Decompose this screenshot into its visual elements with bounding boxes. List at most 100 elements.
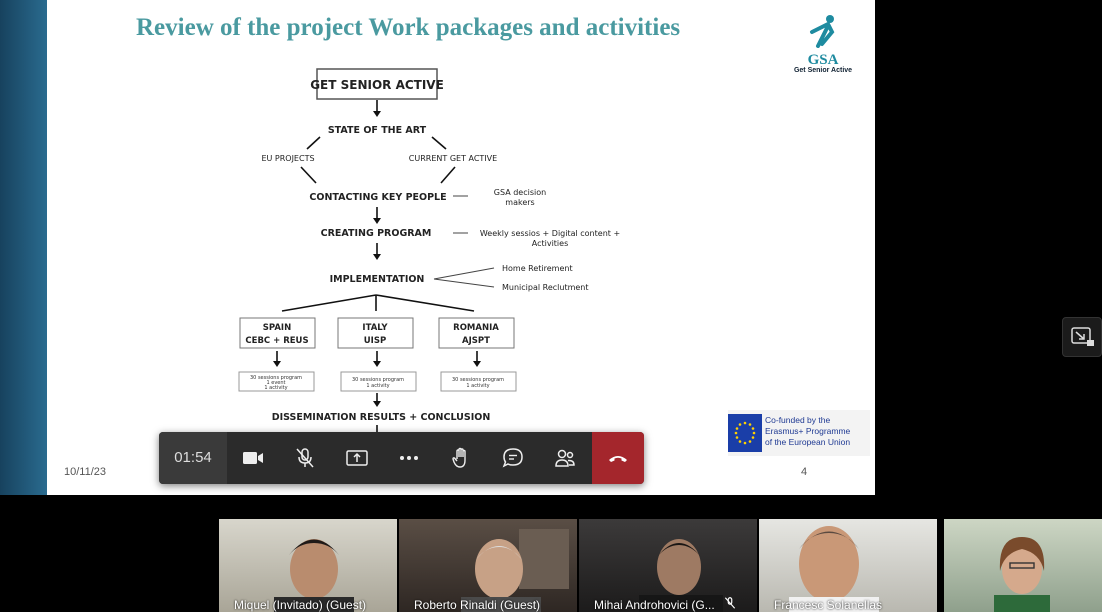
romania-org: AJSPT (462, 336, 490, 346)
share-screen-icon (346, 450, 368, 466)
arrow (281, 294, 377, 312)
box-spain (239, 317, 316, 349)
spain-label: SPAIN (263, 323, 291, 333)
participant-video (639, 539, 723, 612)
node-implementation: IMPLEMENTATION (330, 274, 425, 285)
arrow (440, 166, 456, 184)
slide-title: Review of the project Work packages and … (136, 14, 681, 41)
participant-name: Mihai Androhovici (G... (594, 598, 715, 612)
arrow (433, 267, 495, 280)
participant-name: Miquel (Invitado) (Guest) (234, 598, 367, 612)
chat-button[interactable] (487, 432, 539, 484)
eu-line-1: Co-funded by the (765, 415, 831, 425)
camera-icon (243, 452, 263, 464)
participant-name: Francesc Solanellas (774, 598, 883, 612)
call-timer: 01:54 (159, 432, 227, 484)
italy-org: UISP (364, 336, 386, 346)
node-state-of-art: STATE OF THE ART (328, 125, 427, 136)
arrow-head (473, 361, 481, 367)
participant-tile[interactable]: Mihai Androhovici (G... (579, 519, 757, 612)
raise-hand-icon (452, 447, 466, 468)
arrow (306, 136, 321, 150)
more-options-button[interactable] (383, 432, 435, 484)
logo-text: GSA (807, 52, 839, 68)
raise-hand-button[interactable] (435, 432, 487, 484)
end-call-button[interactable] (592, 432, 644, 484)
mic-off-icon (724, 597, 736, 609)
meeting-toolbar: 01:54 (159, 432, 644, 484)
chat-icon (502, 448, 523, 468)
romania-sessions-1: 30 sessions program (452, 377, 504, 383)
participant-tile[interactable]: Francesc Solanellas (759, 519, 937, 612)
note-weekly-2: Activities (532, 239, 569, 248)
slide-side-bar (0, 0, 47, 495)
shared-slide: Review of the project Work packages and … (0, 0, 875, 495)
share-screen-button[interactable] (331, 432, 383, 484)
node-get-senior-active: GET SENIOR ACTIVE (310, 78, 444, 92)
italy-sessions-1: 30 sessions program (352, 377, 404, 383)
node-creating-program: CREATING PROGRAM (321, 228, 432, 239)
spain-sessions-1: 30 sessions program (250, 375, 302, 381)
box-italy-sessions (340, 371, 417, 392)
eu-flag-icon (728, 414, 762, 452)
logo-subtitle: Get Senior Active (793, 67, 853, 74)
slide-page-number: 4 (801, 466, 808, 478)
italy-label: ITALY (362, 323, 388, 333)
note-municipal: Municipal Reclutment (502, 283, 589, 292)
arrow (375, 294, 475, 312)
eu-funding-text: Co-funded by the Erasmus+ Programme of t… (765, 415, 850, 448)
participant-tile[interactable]: Miquel (Invitado) (Guest) (219, 519, 397, 612)
end-call-icon (609, 456, 627, 462)
arrow-head (373, 254, 381, 260)
participant-video (274, 539, 354, 612)
participant-tile[interactable] (944, 519, 1102, 612)
node-current-get-active: CURRENT GET ACTIVE (409, 154, 497, 163)
eu-line-3: of the European Union (765, 437, 851, 447)
more-options-icon (400, 456, 418, 460)
spain-org: CEBC + REUS (245, 336, 308, 346)
italy-sessions-2: 1 activity (366, 383, 389, 389)
camera-button[interactable] (227, 432, 279, 484)
participant-video (461, 529, 569, 612)
romania-label: ROMANIA (453, 323, 499, 333)
node-eu-projects: EU PROJECTS (261, 154, 314, 163)
arrow (300, 166, 317, 184)
arrow-head (373, 401, 381, 407)
participant-name: Roberto Rinaldi (Guest) (414, 598, 541, 612)
pop-out-icon (1071, 327, 1094, 346)
arrow (431, 136, 447, 150)
mic-button[interactable] (279, 432, 331, 484)
slide-date: 10/11/23 (64, 466, 107, 478)
arrow (433, 278, 495, 288)
workflow-diagram: GET SENIOR ACTIVE STATE OF THE ART EU PR… (238, 68, 620, 434)
box-italy (337, 317, 414, 349)
node-dissemination: DISSEMINATION RESULTS + CONCLUSION (272, 412, 491, 423)
note-home-retirement: Home Retirement (502, 264, 573, 273)
participants-icon (555, 449, 575, 467)
gsa-logo: GSA Get Senior Active (792, 14, 854, 74)
note-gsa-decision-1: GSA decision (494, 188, 546, 197)
arrow-head (273, 361, 281, 367)
mic-off-icon (296, 448, 314, 468)
top-box (316, 68, 438, 100)
participant-video (789, 526, 879, 612)
note-gsa-decision-2: makers (505, 198, 534, 207)
box-spain-sessions (238, 371, 315, 392)
spain-sessions-2: 1 event (266, 380, 285, 386)
participants-button[interactable] (539, 432, 591, 484)
romania-sessions-2: 1 activity (466, 383, 489, 389)
note-weekly-1: Weekly sessios + Digital content + (480, 229, 620, 238)
eu-funding-badge: Co-funded by the Erasmus+ Programme of t… (728, 410, 870, 456)
gsa-figure-icon (810, 15, 835, 48)
participant-tile[interactable]: Roberto Rinaldi (Guest) (399, 519, 577, 612)
arrow-head (373, 361, 381, 367)
participant-video (994, 537, 1050, 612)
node-contacting: CONTACTING KEY PEOPLE (309, 192, 446, 203)
pop-out-button[interactable] (1062, 317, 1102, 357)
arrow-head (373, 111, 381, 117)
box-romania (438, 317, 515, 349)
arrow-head (373, 218, 381, 224)
eu-line-2: Erasmus+ Programme (765, 426, 851, 436)
spain-sessions-3: 1 activity (264, 385, 287, 391)
box-romania-sessions (440, 371, 517, 392)
